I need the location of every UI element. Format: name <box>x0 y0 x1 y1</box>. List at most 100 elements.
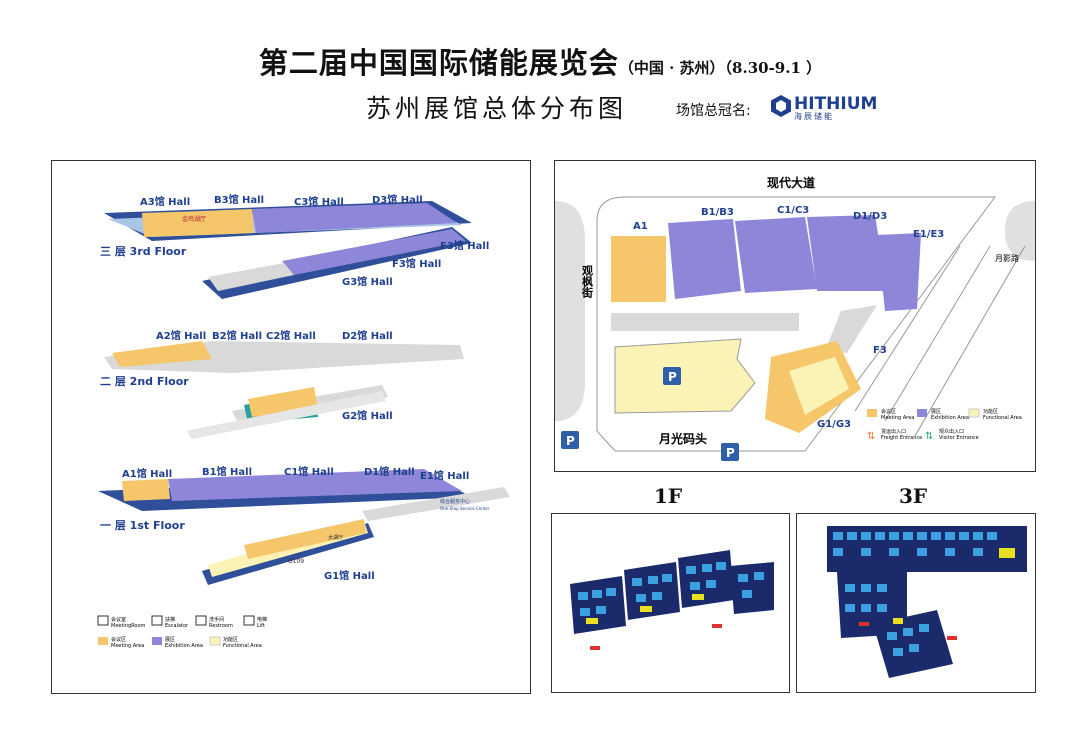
site-legend-visitor-cn: 观众出入口 <box>939 428 964 435</box>
site-legend-freight-en: Freight Entrance <box>881 435 922 441</box>
plan1f-block-c <box>678 550 734 608</box>
hall-b3-label: B3馆 Hall <box>214 193 264 206</box>
hall-f3-label: F3馆 Hall <box>392 257 441 270</box>
road-line-2 <box>884 245 991 422</box>
floor1-service-walkway <box>362 487 510 521</box>
floor-map-panel: A3馆 Hall B3馆 Hall C3馆 Hall D3馆 Hall E3馆 … <box>51 160 531 694</box>
floor-map-svg: A3馆 Hall B3馆 Hall C3馆 Hall D3馆 Hall E3馆 … <box>97 193 510 649</box>
floor-plan-3f-label: 3F <box>899 484 928 508</box>
functional-area-swatch <box>209 636 221 646</box>
floor2-diagram: A2馆 Hall B2馆 Hall C2馆 Hall D2馆 Hall G2馆 … <box>100 329 464 439</box>
title-dates: （8.30-9.1 ） <box>724 59 822 77</box>
parking-icon-3: P <box>721 443 739 461</box>
site-d-label: D1/D3 <box>853 211 887 222</box>
road-line-1 <box>854 245 961 412</box>
floor3-label: 三 层 3rd Floor <box>100 245 187 258</box>
floor2-a2-area <box>112 341 212 367</box>
hall-g2-label: G2馆 Hall <box>342 409 393 422</box>
legend-lift: 电梯 Lift <box>243 615 267 629</box>
road-line-3 <box>914 245 1026 437</box>
floor1-label: 一 层 1st Floor <box>100 519 185 532</box>
meeting-room-icon <box>97 615 109 626</box>
hall-b2-label: B2馆 Hall <box>212 329 262 342</box>
legend-lift-en: Lift <box>257 623 265 629</box>
floor-plan-1f-label: 1F <box>654 484 683 508</box>
site-legend-exhibition-cn: 展区 <box>931 409 941 415</box>
logo-word: HITHIUM <box>794 94 878 114</box>
left-road-curve <box>555 201 585 421</box>
hall-c3-label: C3馆 Hall <box>294 195 344 208</box>
floor1-g1-meeting <box>244 519 366 559</box>
page-title: 第二届中国国际储能展览会（中国 · 苏州）（8.30-9.1 ） <box>0 40 1080 82</box>
floor3-note: 金鸡湖厅 <box>182 215 206 223</box>
site-f3-label: F3 <box>873 345 887 356</box>
road-right-label: 月影路 <box>995 253 1019 263</box>
floor-plan-1f-svg <box>570 550 774 650</box>
meeting-area-swatch <box>98 637 108 645</box>
legend-functional-area: 功能区 Functional Area <box>209 636 262 649</box>
page-subtitle: 苏州展馆总体分布图 <box>366 94 628 123</box>
logo-sub: 海辰储能 <box>794 112 834 121</box>
plan1f-block-a <box>570 576 626 634</box>
floor3-exhibition-area <box>252 203 457 233</box>
hall-e1-label: E1馆 Hall <box>420 469 469 482</box>
hall-d2-label: D2馆 Hall <box>342 329 393 342</box>
legend-escalator: 扶梯 Escalator <box>151 615 189 629</box>
site-c-label: C1/C3 <box>777 205 809 216</box>
escalator-icon <box>151 615 163 626</box>
floor3-g3-area <box>282 229 466 275</box>
road-top-label: 现代大道 <box>767 175 815 190</box>
hall-c2-label: C2馆 Hall <box>266 329 316 342</box>
site-legend-functional-swatch <box>968 408 980 418</box>
floor-map-legend: 会议室 MeetingRoom 扶梯 Escalator 洗手间 Restroo… <box>97 615 267 649</box>
legend-functional-area-en: Functional Area <box>223 643 262 649</box>
legend-exhibition-area-cn: 展区 <box>165 637 175 643</box>
hall-c1-label: C1馆 Hall <box>284 465 334 478</box>
site-legend-meeting-en: Meeting Area <box>881 415 914 421</box>
plan3f-markers <box>859 622 957 640</box>
legend-escalator-cn: 扶梯 <box>165 616 175 623</box>
site-legend-exhibition-swatch <box>917 409 927 417</box>
hall-g1-label: G1馆 Hall <box>324 569 375 582</box>
plan1f-block-d <box>730 562 774 614</box>
plan1f-markers <box>590 624 722 650</box>
hall-b1-label: B1馆 Hall <box>202 465 252 478</box>
parking-icon-2: P <box>561 431 579 449</box>
site-hall-b <box>668 219 741 299</box>
hall-a3-label: A3馆 Hall <box>140 195 190 208</box>
lift-icon <box>243 615 255 626</box>
site-hall-c <box>735 217 817 293</box>
site-outline <box>596 196 996 452</box>
road-bottom-label: 月光码头 <box>658 431 707 446</box>
site-a1-label: A1 <box>633 221 648 232</box>
road-left-label: 观枫街 <box>581 265 595 299</box>
hall-e3-label: E3馆 Hall <box>440 239 489 252</box>
service-center-en-label: One-Stop Service Center <box>440 506 490 511</box>
hall-d1-label: D1馆 Hall <box>364 465 415 478</box>
legend-lift-cn: 电梯 <box>257 616 267 623</box>
site-hall-a1 <box>611 236 666 302</box>
site-legend-functional-cn: 功能区 <box>983 408 998 415</box>
site-functional-area <box>614 338 756 414</box>
freight-entrance-icon: ⇅ <box>867 431 875 442</box>
floor3-g3-grey <box>208 263 294 291</box>
site-walkway <box>611 313 799 331</box>
parking-icon-1: P <box>663 367 681 385</box>
site-legend: 会议区 Meeting Area 展区 Exhibition Area 功能区 … <box>867 408 1022 442</box>
floor3-diagram: A3馆 Hall B3馆 Hall C3馆 Hall D3馆 Hall E3馆 … <box>100 193 489 299</box>
site-b-label: B1/B3 <box>701 207 734 218</box>
legend-exhibition-area-en: Exhibition Area <box>165 643 203 649</box>
plan1f-booths <box>578 562 764 616</box>
site-hall-e <box>877 233 921 311</box>
floor-plan-1f-panel <box>551 513 790 693</box>
plan3f-yellow-booths <box>893 548 1015 624</box>
sponsor-label: 场馆总冠名: <box>676 103 751 119</box>
legend-restroom-en: Restroom <box>209 623 233 629</box>
legend-functional-area-cn: 功能区 <box>223 636 238 643</box>
hithium-logo-icon <box>771 95 791 117</box>
floor1-exhibition-area <box>168 469 462 501</box>
restroom-icon <box>195 615 207 626</box>
legend-restroom: 洗手间 Restroom <box>195 615 233 629</box>
parking-1-label: P <box>668 370 677 384</box>
legend-escalator-en: Escalator <box>165 623 189 629</box>
